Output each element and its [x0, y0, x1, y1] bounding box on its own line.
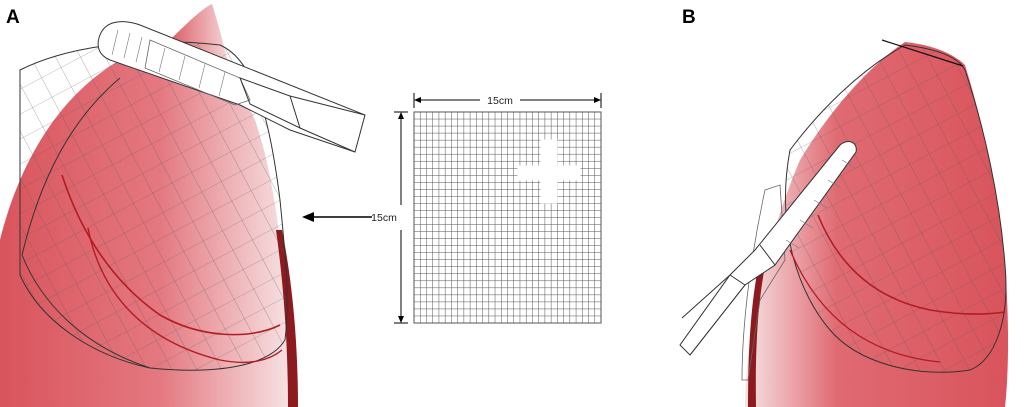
pointer-arrow — [302, 212, 372, 222]
mesh-outline-b — [785, 44, 1007, 373]
height-label: 15cm — [371, 212, 397, 224]
mesh-cross-cutout — [517, 139, 581, 204]
panel-label-b: B — [682, 7, 696, 28]
instrument-a — [97, 21, 366, 153]
duct-line-b2 — [789, 249, 941, 363]
mesh-sheet: 15cm 15cm — [371, 93, 602, 324]
tissue-dark-edge-b — [748, 250, 768, 407]
duct-line-a2 — [87, 227, 283, 364]
mesh-extension-b — [741, 184, 786, 381]
height-dimension: 15cm — [371, 111, 408, 324]
tissue-contour-a — [21, 77, 151, 369]
duct-line-b1 — [817, 214, 1006, 315]
instrument-b — [679, 141, 857, 356]
tissue-top-cut — [881, 39, 964, 67]
mesh-grid — [413, 111, 602, 324]
width-label: 15cm — [487, 95, 513, 107]
width-dimension: 15cm — [413, 93, 602, 108]
duct-line-a1 — [61, 174, 281, 336]
panel-label-a: A — [6, 7, 20, 28]
panel-a-illustration: A — [0, 4, 366, 407]
panel-b-illustration: B — [679, 7, 1009, 407]
